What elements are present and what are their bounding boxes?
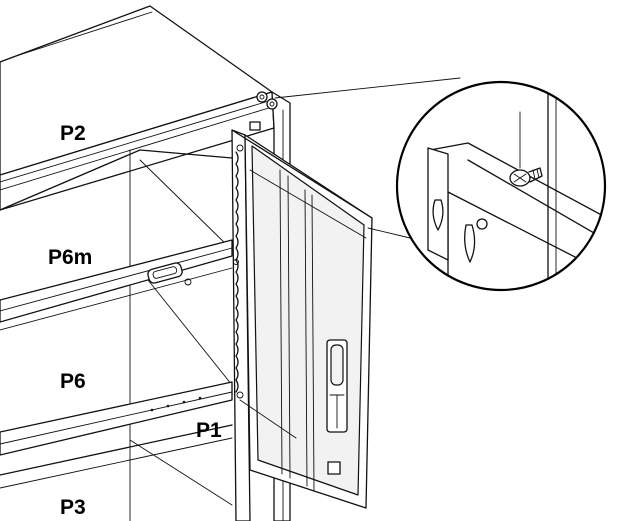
label-door: P1: [196, 419, 222, 442]
label-top-panel: P2: [60, 122, 86, 145]
hinge-icon: [249, 91, 278, 131]
door: [231, 129, 373, 521]
shelf-bracket: [147, 262, 192, 286]
label-bottom-panel: P3: [60, 496, 86, 519]
label-upper-shelf: P6m: [48, 246, 92, 269]
cabinet-interior: [0, 149, 233, 521]
callout-leader: [274, 77, 461, 239]
lower-shelf: [0, 381, 233, 456]
hinge-strip: [233, 144, 244, 399]
screw-icon: [509, 167, 543, 187]
door-handle-icon: [326, 339, 348, 433]
bottom-panel: [0, 424, 233, 506]
upper-shelf: [0, 239, 233, 331]
label-lower-shelf: P6: [60, 370, 86, 393]
magnified-screw-detail: [395, 80, 607, 292]
